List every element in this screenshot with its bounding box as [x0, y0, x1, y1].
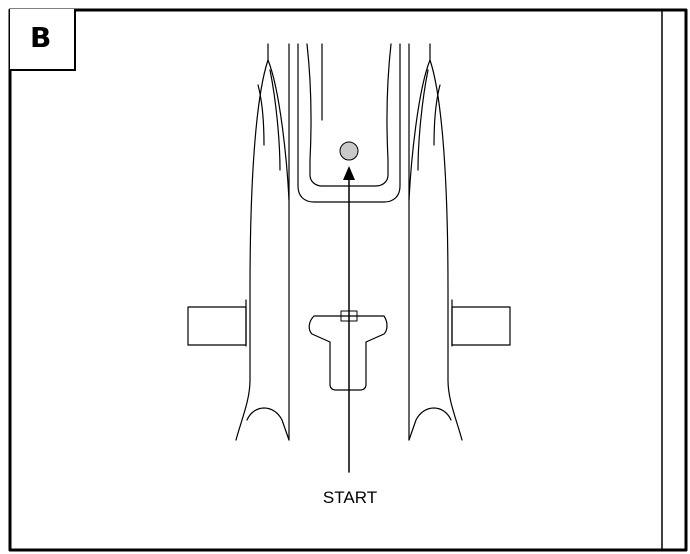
left-leg: [235, 43, 290, 441]
right-pedal: [451, 306, 511, 346]
start-hole: [339, 141, 359, 161]
right-leg: [408, 43, 463, 441]
start-label: START: [322, 488, 378, 507]
callout-arrow: [343, 166, 355, 473]
left-pedal: [187, 306, 247, 346]
knob: [308, 310, 388, 391]
outer-frame: [8, 8, 688, 552]
panel-label: B: [30, 21, 52, 54]
panel-label-box: B: [10, 9, 76, 71]
